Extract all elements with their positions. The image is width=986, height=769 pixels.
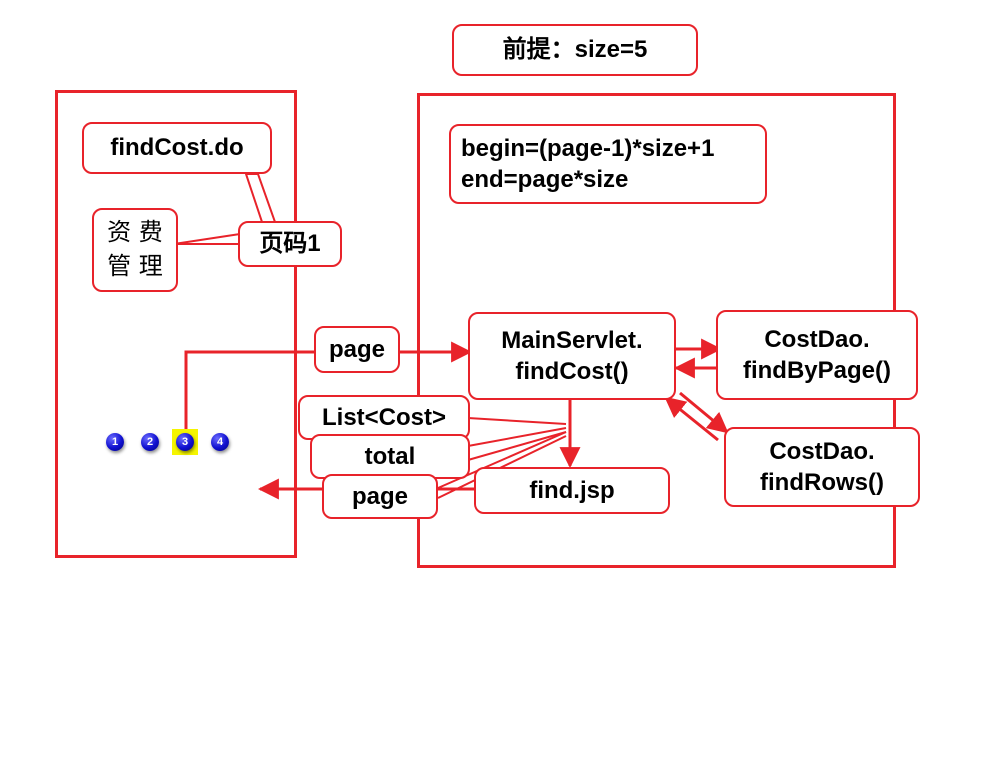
menu-item-fee-management[interactable]: 资 费 管 理: [92, 208, 178, 292]
action-url-box: findCost.do: [82, 122, 272, 174]
page-ball-icon: 4: [211, 433, 229, 451]
premise-box: 前提：size=5: [452, 24, 698, 76]
result-page-callout: page: [322, 474, 438, 519]
formula-end: end=page*size: [461, 166, 629, 193]
page-ball-icon: 1: [106, 433, 124, 451]
dao-findbypage-box: CostDao. findByPage(): [716, 310, 918, 400]
servlet-to-dao2-arrow: [679, 391, 729, 434]
dao2-method: findRows(): [760, 469, 884, 496]
page-ball-icon: 3: [176, 433, 194, 451]
premise-text: 前提：size=5: [502, 36, 648, 64]
page-link-3-active[interactable]: 3: [172, 429, 198, 455]
request-page-callout: page: [314, 326, 400, 373]
view-jsp-box: find.jsp: [474, 467, 670, 514]
dao-findrows-box: CostDao. findRows(): [724, 427, 920, 507]
result-total-label: total: [364, 442, 416, 470]
result-page-label: page: [351, 482, 408, 510]
action-callout-tail: [244, 173, 277, 223]
page-number-label: 页码1: [259, 230, 321, 258]
list-callout-pointer: [467, 417, 567, 425]
page-number-callout: 页码1: [238, 221, 342, 267]
menu-item-line2: 管 理: [107, 252, 163, 280]
result-total-callout: total: [310, 434, 470, 479]
servlet-class: MainServlet.: [501, 326, 643, 354]
action-url: findCost.do: [110, 134, 244, 162]
request-page-label: page: [328, 335, 385, 363]
dao1-class: CostDao.: [764, 325, 870, 353]
total-callout-pointer-2: [467, 431, 567, 461]
page-link-1[interactable]: 1: [102, 429, 128, 455]
dao1-method: findByPage(): [742, 357, 891, 384]
dao2-class: CostDao.: [769, 437, 875, 465]
page-link-2[interactable]: 2: [137, 429, 163, 455]
page-label-tail: [173, 232, 241, 245]
result-list-label: List<Cost>: [321, 403, 447, 431]
browser-frame: [55, 90, 297, 558]
total-callout-pointer: [467, 427, 567, 447]
page-ball-icon: 2: [141, 433, 159, 451]
formula-box: begin=(page-1)*size+1 end=page*size: [449, 124, 767, 204]
formula-begin: begin=(page-1)*size+1: [461, 134, 715, 162]
servlet-box: MainServlet. findCost(): [468, 312, 676, 400]
view-jsp-name: find.jsp: [529, 476, 615, 504]
menu-item-line1: 资 费: [107, 218, 163, 247]
page-link-4[interactable]: 4: [207, 429, 233, 455]
servlet-method: findCost(): [515, 358, 629, 385]
dao2-to-servlet-arrow: [664, 396, 719, 442]
